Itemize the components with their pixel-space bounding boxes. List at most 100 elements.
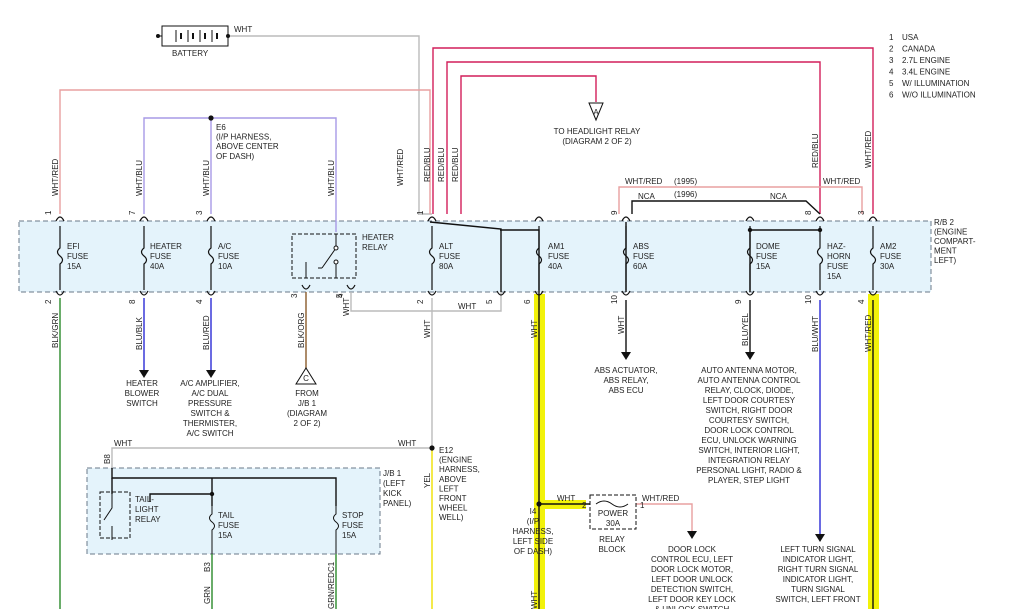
dest-door-lock-line: & UNLOCK SWITCH [655,605,730,609]
i4-splice-dot [536,501,542,507]
splice-e12-line: WELL) [439,513,464,522]
hazhorn-bottom-wire-label: BLU/WHT [811,316,820,352]
nca-1995-wire [618,186,863,214]
power-relay-line: 30A [606,519,621,528]
jb1-label-line: (LEFT [383,479,405,488]
jb1-bus [111,468,337,506]
heater-blower-arrow [139,370,149,378]
legend-text: 3.4L ENGINE [902,68,950,77]
fuse-alt-icon [428,226,436,290]
nca-whtred-label: WHT/RED [625,177,663,186]
fuse-am1-line: 40A [548,262,563,271]
fuse-abs-bottom-pin-icon [621,290,631,296]
jb1-label-line: PANEL) [383,499,412,508]
fuse-am1-bottom-pin-icon [534,290,544,296]
bottom-wiring [59,292,874,609]
fuse-alt-line: FUSE [439,252,460,261]
fuse-am1-icon [535,226,543,290]
fuse-hazhorn-top-pin-number: 8 [804,210,813,215]
legend-text: W/ ILLUMINATION [902,79,970,88]
jb1-connector-icon [295,367,317,385]
dest-ac-amp-line: SWITCH & [190,409,230,418]
splice-i4-line: I4 [530,507,537,516]
splice-e12-line: ABOVE [439,475,467,484]
dest-ac-amp-line: PRESSURE [188,399,232,408]
dest-from-jb1-line: 2 OF 2) [293,419,320,428]
heater-bottom-wire-label: BLU/BLK [135,316,144,350]
tail-relay-switch-icon [103,494,113,540]
dest-dome-line: PLAYER, STEP LIGHT [708,476,790,485]
top-wiring [59,35,874,232]
fuse-efi-line: EFI [67,242,79,251]
dest-ac-amp-line: A/C AMPLIFIER, [180,379,240,388]
fuse-ac-line: A/C [218,242,232,251]
efi-top-wire-label: WHT/RED [51,158,60,196]
blkorg-wire-label: BLK/ORG [297,312,306,348]
nca-label-1: NCA [638,192,656,201]
splice-i4-line: OF DASH) [514,547,553,556]
dest-turn-line: LEFT TURN SIGNAL [780,545,856,554]
mid-wht-wire-label: WHT [458,302,476,311]
powerrelay-whtred-wire [636,503,693,531]
fuse-symbols [56,226,877,554]
fuse-dome-line: DOME [756,242,780,251]
dest-abs-line: ABS RELAY, [603,376,648,385]
am1-bottom-wire-label: WHT [530,320,539,338]
power-relay-pin-right: 1 [640,501,645,510]
nca-label-2: NCA [770,192,788,201]
mid-pin-5-number: 5 [485,299,494,304]
fuse-efi-icon [56,226,64,290]
i4-wht-label: WHT [557,494,575,503]
stop-fuse-line: 15A [342,531,357,540]
dest-door-lock-line: DOOR LOCK MOTOR, [651,565,733,574]
nca-1996-label: (1996) [674,190,697,199]
dome-bottom-wire-label: BLU/YEL [741,313,750,346]
jb1-pin-c1: C1 [327,561,336,572]
tail-relay-box [99,491,131,539]
fuse-am2-line: AM2 [880,242,897,251]
alt-am1-link [429,221,502,292]
fuse-ac-bottom-pin-icon [206,290,216,296]
power-relay-whtred-label: WHT/RED [642,494,680,503]
jb1-dot [209,491,215,497]
e12-wht-label: WHT [398,439,416,448]
alt-bottom-wire-label: WHT [423,320,432,338]
doorlock-arrow [687,531,697,539]
splice-e6-line: ABOVE CENTER [216,142,279,151]
dest-abs-line: ABS ACTUATOR, [594,366,657,375]
dest-from-jb1-line: FROM [295,389,319,398]
dest-turn-line: TURN SIGNAL [791,585,845,594]
fuse-alt-top-pin-number: 1 [416,210,425,215]
splice-e12-line: HARNESS, [439,465,480,474]
legend-number: 4 [889,68,894,77]
fuse-dome-line: 15A [756,262,771,271]
e6-splice-dot [208,115,214,121]
jb1-label-line: J/B 1 [383,469,402,478]
legend-text: W/O ILLUMINATION [902,91,976,100]
fuse-am2-top-pin-icon [868,216,878,222]
splice-e6-line: OF DASH) [216,152,255,161]
dest-ac-amp-line: A/C SWITCH [186,429,233,438]
fuse-am1-top-pin-icon [534,216,544,222]
fuse-heater-bottom-pin-number: 8 [128,299,137,304]
dest-heater-blower-line: SWITCH [126,399,158,408]
legend-number: 2 [889,45,894,54]
legend-text: USA [902,33,919,42]
dest-turn-line: INDICATOR LIGHT, [783,555,853,564]
dest-dome-line: AUTO ANTENNA MOTOR, [701,366,797,375]
fuse-dome-icon [746,226,754,290]
heater-relay-pin-3-number: 3 [290,293,299,298]
nca-1995-label: (1995) [674,177,697,186]
fuse-dome-bottom-pin-icon [745,290,755,296]
headlight-letter: A [593,108,599,117]
am2-top-wire-label: WHT/RED [864,130,873,168]
fuse-abs-top-pin-icon [621,216,631,222]
headlight-feed-wire [460,75,597,214]
relay-block-rb2 [18,220,932,293]
dest-dome-line: COURTESY SWITCH, [709,416,789,425]
power-relay-line: POWER [598,509,628,518]
fuse-ac-line: FUSE [218,252,239,261]
tail-fuse-line: FUSE [218,521,239,530]
tail-fuse-line: 15A [218,531,233,540]
